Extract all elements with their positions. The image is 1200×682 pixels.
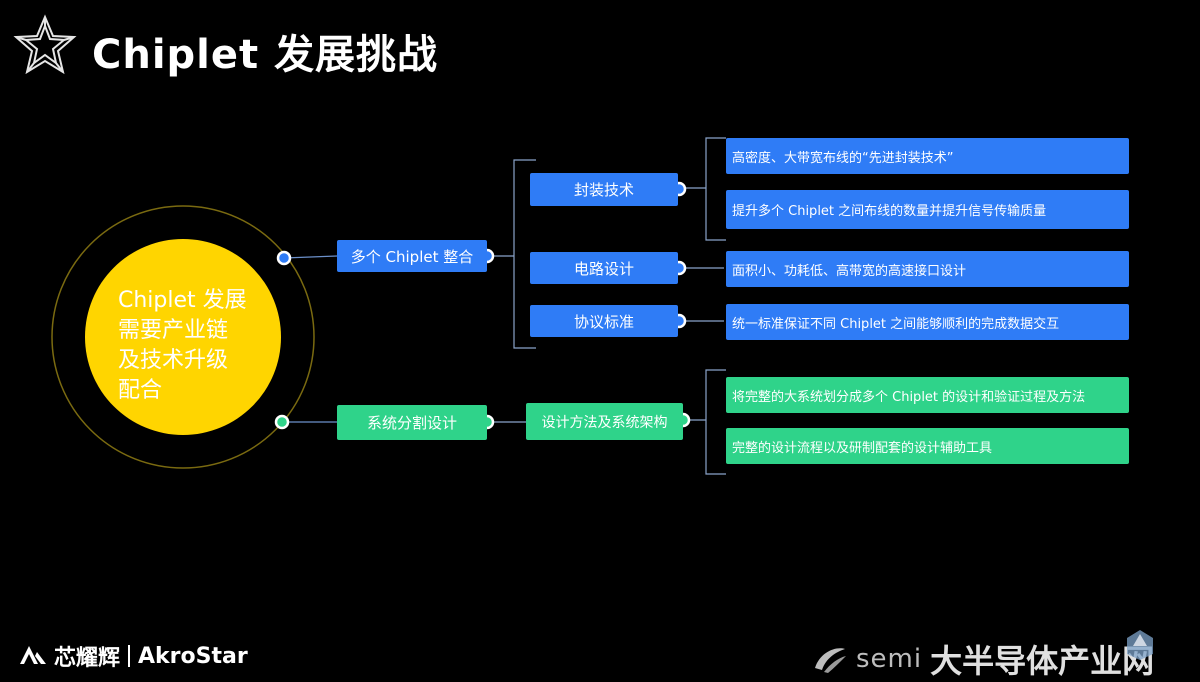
akrostar-logo-icon xyxy=(20,646,46,664)
leaf-circuit-1: 面积小、功耗低、高带宽的高速接口设计 xyxy=(726,251,1129,287)
leaf-protocol-1: 统一标准保证不同 Chiplet 之间能够顺利的完成数据交互 xyxy=(726,304,1129,340)
branch-node-system-partition[interactable]: 系统分割设计 xyxy=(337,405,487,440)
child-node-protocol-standard[interactable]: 协议标准 xyxy=(530,305,678,337)
center-topic-label: Chiplet 发展需要产业链及技术升级配合 xyxy=(118,288,247,403)
child-node-packaging[interactable]: 封装技术 xyxy=(530,173,678,206)
center-circle xyxy=(85,239,281,435)
child-node-circuit-design[interactable]: 电路设计 xyxy=(530,252,678,284)
star-logo-icon xyxy=(13,14,77,75)
child-node-design-method[interactable]: 设计方法及系统架构 xyxy=(526,403,683,440)
center-outer-ring xyxy=(51,205,315,469)
leaf-design-1: 将完整的大系统划分成多个 Chiplet 的设计和验证过程及方法 xyxy=(726,377,1129,413)
semi-swoosh-icon xyxy=(815,648,846,673)
brand-name-cn: 芯耀辉 xyxy=(54,646,121,671)
page-title: Chiplet 发展挑战 xyxy=(92,32,439,78)
brand-separator xyxy=(128,645,131,667)
watermark-shield-icon xyxy=(1127,630,1153,660)
leaf-packaging-1: 高密度、大带宽布线的“先进封装技术” xyxy=(726,138,1129,174)
branch-node-chiplet-integration[interactable]: 多个 Chiplet 整合 xyxy=(337,240,487,272)
footer-brand: 芯耀辉 AkroStar xyxy=(20,640,248,672)
brand-name-en: AkroStar xyxy=(138,643,248,669)
leaf-design-2: 完整的设计流程以及研制配套的设计辅助工具 xyxy=(726,428,1129,464)
leaf-packaging-2: 提升多个 Chiplet 之间布线的数量并提升信号传输质量 xyxy=(726,190,1129,229)
footer-watermark: semi 大半导体产业网 xyxy=(812,636,1154,682)
watermark-cjk: 大半导体产业网 xyxy=(930,642,1155,680)
watermark-latin: semi xyxy=(856,644,923,674)
